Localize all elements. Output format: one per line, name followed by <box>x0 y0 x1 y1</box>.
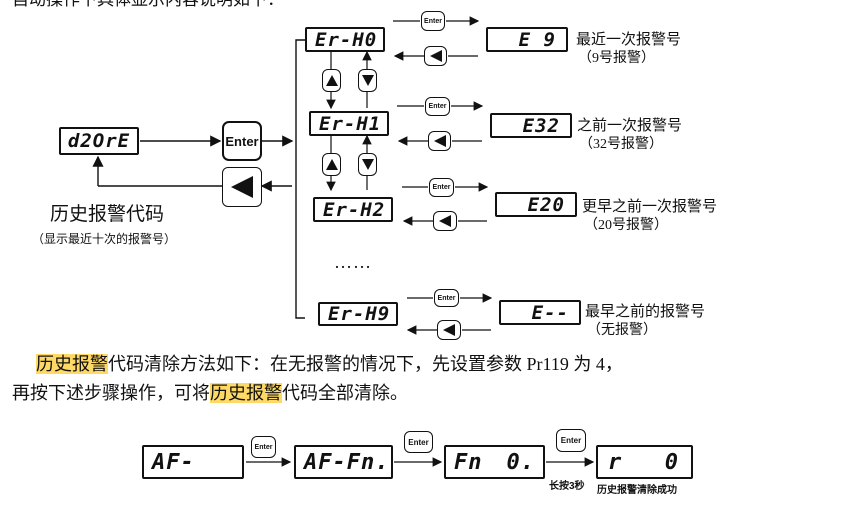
main-subcaption: （显示最近十次的报警号） <box>32 232 177 246</box>
bottom-display-2: AF-Fn. <box>294 445 393 479</box>
paragraph-text: 代码清除方法如下：在无报警的情况下，先设置参数 Pr119 为 4， <box>108 354 623 374</box>
display-left-text: r <box>608 449 623 475</box>
highlight-term: 历史报警 <box>36 354 108 374</box>
history-sub-3: （无报警） <box>587 323 657 338</box>
up-button-2[interactable] <box>322 153 341 176</box>
history-sub-2: （20号报警） <box>584 218 668 233</box>
history-code-2: Er-H2 <box>313 197 393 222</box>
bottom-display-1: AF- <box>142 445 244 479</box>
hold-duration-label: 长按3秒 <box>549 481 585 492</box>
down-button-1[interactable] <box>358 69 377 92</box>
down-button-2[interactable] <box>358 153 377 176</box>
clear-success-label: 历史报警清除成功 <box>597 485 677 496</box>
history-sub-1: （32号报警） <box>579 137 663 152</box>
enter-button-bottom-2[interactable]: Enter <box>404 431 433 453</box>
up-arrow-icon <box>325 75 338 86</box>
paragraph-text: 代码全部清除。 <box>282 383 408 403</box>
back-arrow-icon <box>443 324 455 336</box>
main-display: d2OrE <box>59 127 139 155</box>
history-value-3: E-- <box>499 300 581 325</box>
enter-button-bottom-1[interactable]: Enter <box>251 436 276 458</box>
enter-button-bottom-3[interactable]: Enter <box>556 429 586 452</box>
display-right-text: 0 <box>664 449 679 475</box>
paragraph-text: 再按下述步骤操作，可将 <box>12 383 210 403</box>
history-caption-0: 最近一次报警号 <box>576 32 682 48</box>
display-left-text: Fn <box>454 449 483 475</box>
back-arrow-icon <box>429 50 442 62</box>
enter-button-row4[interactable]: Enter <box>434 289 459 307</box>
back-button-row2[interactable] <box>428 131 451 151</box>
enter-button-main[interactable]: Enter <box>222 121 262 161</box>
history-sub-0: （9号报警） <box>578 51 655 66</box>
bottom-display-3: Fn 0. <box>444 445 545 479</box>
down-arrow-icon <box>361 159 374 170</box>
history-caption-2: 更早之前一次报警号 <box>582 199 718 215</box>
back-arrow-icon <box>433 135 446 147</box>
paragraph-line-1: 历史报警代码清除方法如下：在无报警的情况下，先设置参数 Pr119 为 4， <box>36 352 623 376</box>
history-value-2: E20 <box>495 192 577 217</box>
enter-button-row1[interactable]: Enter <box>421 11 445 31</box>
back-button-main[interactable] <box>222 167 262 207</box>
back-arrow-icon <box>231 176 253 198</box>
enter-button-row3[interactable]: Enter <box>429 178 454 197</box>
history-code-1: Er-H1 <box>309 111 389 136</box>
highlight-term: 历史报警 <box>210 383 282 403</box>
down-arrow-icon <box>361 75 374 86</box>
history-value-1: E32 <box>490 113 572 138</box>
top-partial-text: 自动操作下具体显示内容说明如下： <box>12 0 284 11</box>
history-code-0: Er-H0 <box>305 27 385 52</box>
back-button-row1[interactable] <box>424 46 447 66</box>
main-caption: 历史报警代码 <box>50 204 165 225</box>
back-button-row4[interactable] <box>437 320 461 340</box>
up-arrow-icon <box>325 159 338 170</box>
up-button-1[interactable] <box>322 69 341 92</box>
display-right-text: 0. <box>506 449 535 475</box>
history-caption-3: 最早之前的报警号 <box>585 304 706 320</box>
back-arrow-icon <box>439 215 451 227</box>
paragraph-line-2: 再按下述步骤操作，可将历史报警代码全部清除。 <box>12 381 408 405</box>
history-caption-1: 之前一次报警号 <box>577 118 683 134</box>
back-button-row3[interactable] <box>433 211 457 231</box>
history-value-0: E 9 <box>486 27 568 52</box>
history-code-3: Er-H9 <box>318 302 398 326</box>
ellipsis: …… <box>334 252 372 272</box>
enter-button-row2[interactable]: Enter <box>425 97 450 116</box>
